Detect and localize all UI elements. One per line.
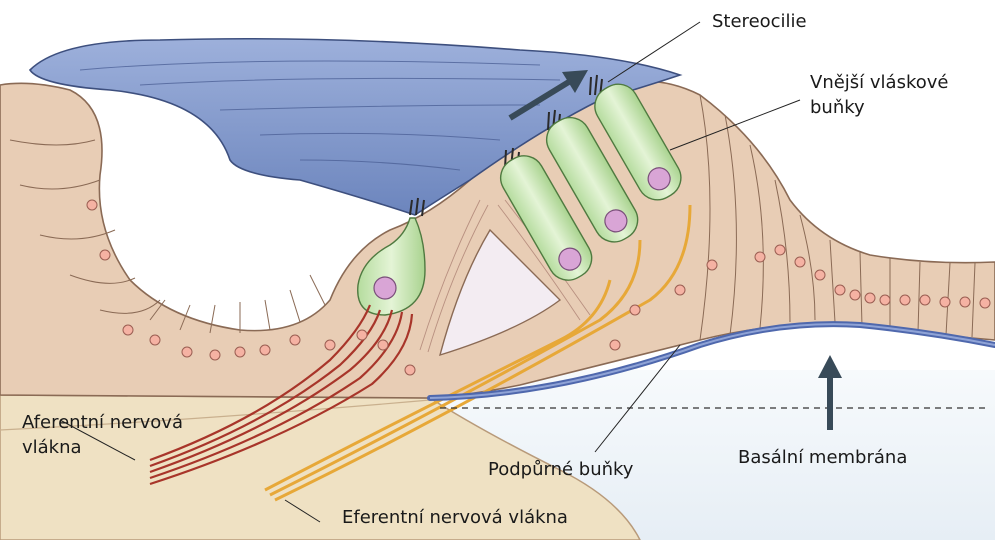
label-outer-hair-cells: Vnější vláskové buňky bbox=[810, 70, 948, 120]
label-afferent-line1: Aferentní nervová bbox=[22, 410, 183, 435]
label-outer-hair-cells-line1: Vnější vláskové bbox=[810, 70, 948, 95]
label-stereocilie: Stereocilie bbox=[712, 10, 807, 34]
label-supporting-cells: Podpůrné buňky bbox=[488, 458, 633, 482]
label-basilar-membrane: Basální membrána bbox=[738, 446, 907, 470]
label-outer-hair-cells-line2: buňky bbox=[810, 95, 948, 120]
label-afferent-fibers: Aferentní nervová vlákna bbox=[22, 410, 183, 460]
label-efferent-fibers: Eferentní nervová vlákna bbox=[342, 506, 568, 530]
label-afferent-line2: vlákna bbox=[22, 435, 183, 460]
